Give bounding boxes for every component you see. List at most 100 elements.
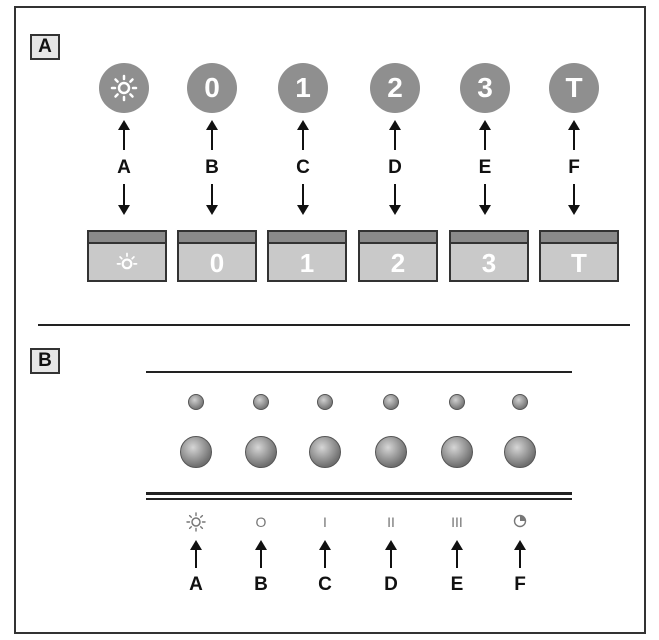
- indicator-light-small: [383, 394, 399, 410]
- key-0: 0: [177, 230, 257, 282]
- key-face: [89, 244, 165, 282]
- push-button-b: [245, 436, 277, 468]
- key-face: 1: [299, 247, 315, 278]
- arrow-up-icon: [255, 540, 267, 550]
- connector-line: [484, 128, 486, 150]
- letter-a: A: [189, 574, 203, 595]
- light-bulb-icon: [186, 512, 206, 532]
- key-top-strip: [89, 232, 165, 244]
- key-top-strip: [541, 232, 617, 244]
- panel-b-label: B: [30, 348, 60, 374]
- push-button-f: [504, 436, 536, 468]
- key-face: 0: [209, 247, 225, 278]
- circle-button-t: T: [549, 63, 599, 113]
- arrow-up-icon: [319, 540, 331, 550]
- connector-line: [519, 548, 521, 568]
- letter-b: B: [205, 157, 219, 178]
- letter-a: A: [117, 157, 131, 178]
- indicator-light-small: [188, 394, 204, 410]
- arrow-up-icon: [385, 540, 397, 550]
- arrow-up-icon: [514, 540, 526, 550]
- push-button-c: [309, 436, 341, 468]
- connector-line: [484, 184, 486, 206]
- symbol-off: O: [255, 514, 267, 530]
- key-1: 1: [267, 230, 347, 282]
- circle-button-3: 3: [460, 63, 510, 113]
- letter-f: F: [568, 157, 580, 178]
- arrow-up-icon: [479, 120, 491, 130]
- panel-bottom-line: [146, 498, 572, 500]
- arrow-up-icon: [389, 120, 401, 130]
- letter-e: E: [478, 157, 492, 178]
- indicator-light-small: [512, 394, 528, 410]
- connector-line: [573, 184, 575, 206]
- key-face: T: [571, 247, 587, 278]
- arrow-up-icon: [190, 540, 202, 550]
- letter-d: D: [384, 574, 398, 595]
- connector-line: [456, 548, 458, 568]
- circle-button-2: 2: [370, 63, 420, 113]
- arrow-up-icon: [568, 120, 580, 130]
- letter-c: C: [318, 574, 332, 595]
- connector-line: [394, 128, 396, 150]
- arrow-down-icon: [297, 205, 309, 215]
- key-3: 3: [449, 230, 529, 282]
- letter-e: E: [450, 574, 464, 595]
- symbol-speed-1: I: [323, 514, 327, 530]
- letter-b: B: [254, 574, 268, 595]
- indicator-light-small: [253, 394, 269, 410]
- arrow-up-icon: [297, 120, 309, 130]
- connector-line: [195, 548, 197, 568]
- arrow-up-icon: [118, 120, 130, 130]
- key-2: 2: [358, 230, 438, 282]
- circle-button-light: [99, 63, 149, 113]
- letter-c: C: [296, 157, 310, 178]
- push-button-a: [180, 436, 212, 468]
- arrow-up-icon: [451, 540, 463, 550]
- arrow-down-icon: [206, 205, 218, 215]
- key-light: [87, 230, 167, 282]
- connector-line: [394, 184, 396, 206]
- connector-line: [302, 184, 304, 206]
- arrow-down-icon: [479, 205, 491, 215]
- symbol-speed-2: II: [387, 514, 395, 530]
- indicator-light-small: [449, 394, 465, 410]
- circle-button-0: 0: [187, 63, 237, 113]
- arrow-down-icon: [568, 205, 580, 215]
- key-t: T: [539, 230, 619, 282]
- connector-line: [302, 128, 304, 150]
- key-top-strip: [179, 232, 255, 244]
- light-bulb-icon: [110, 74, 138, 102]
- connector-line: [123, 184, 125, 206]
- arrow-up-icon: [206, 120, 218, 130]
- symbol-light: [181, 512, 211, 535]
- connector-line: [211, 184, 213, 206]
- key-top-strip: [360, 232, 436, 244]
- indicator-light-small: [317, 394, 333, 410]
- key-top-strip: [269, 232, 345, 244]
- key-top-strip: [451, 232, 527, 244]
- connector-line: [211, 128, 213, 150]
- panel-top-line: [146, 371, 572, 373]
- key-face: 2: [390, 247, 406, 278]
- connector-line: [390, 548, 392, 568]
- connector-line: [260, 548, 262, 568]
- symbol-speed-3: III: [451, 514, 463, 530]
- light-bulb-icon: [116, 252, 138, 270]
- arrow-down-icon: [389, 205, 401, 215]
- letter-d: D: [388, 157, 402, 178]
- connector-line: [123, 128, 125, 150]
- connector-line: [573, 128, 575, 150]
- panel-divider: [38, 324, 630, 326]
- panel-a-label: A: [30, 34, 60, 60]
- circle-button-1: 1: [278, 63, 328, 113]
- key-face: 3: [481, 247, 497, 278]
- push-button-e: [441, 436, 473, 468]
- panel-bottom-line: [146, 492, 572, 495]
- timer-icon: [513, 514, 527, 528]
- push-button-d: [375, 436, 407, 468]
- letter-f: F: [514, 574, 526, 595]
- symbol-timer: [505, 514, 535, 531]
- connector-line: [324, 548, 326, 568]
- arrow-down-icon: [118, 205, 130, 215]
